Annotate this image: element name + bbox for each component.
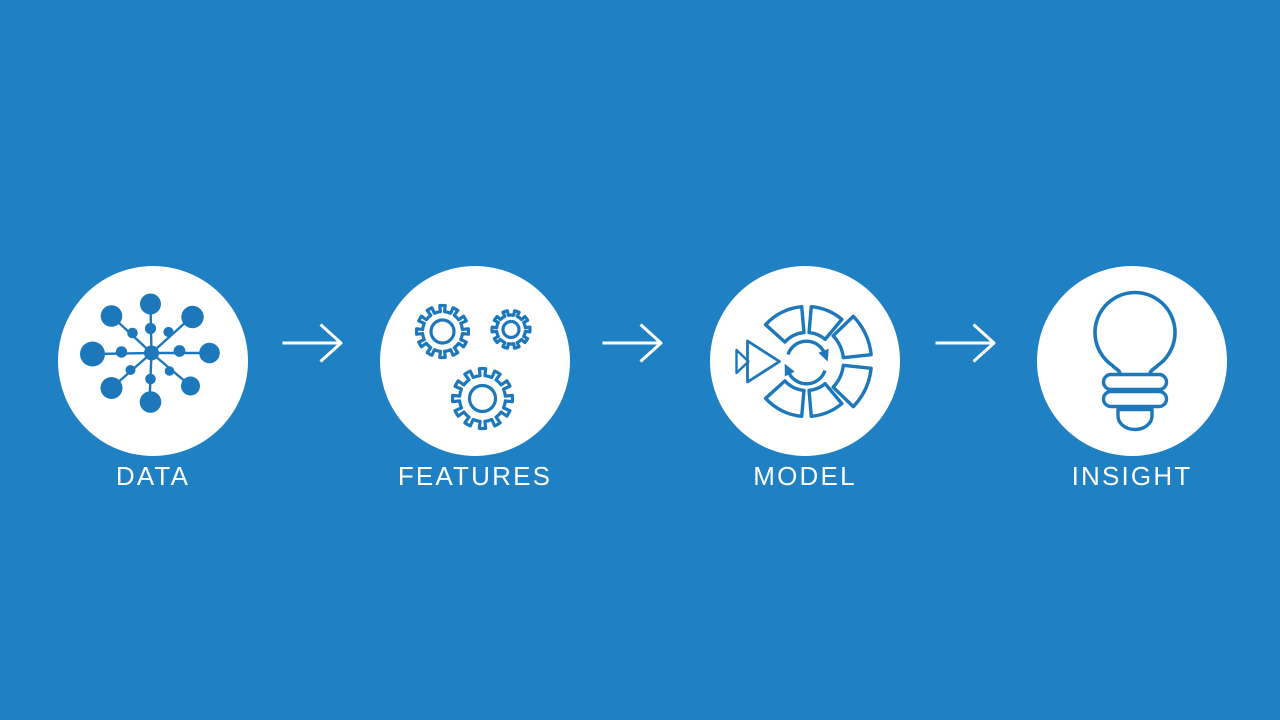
step-circle-features — [380, 266, 570, 456]
gears-icon — [414, 303, 532, 431]
arrow-right-icon — [935, 323, 996, 363]
step-label-features: FEATURES — [397, 461, 553, 491]
step-label-insight: INSIGHT — [1071, 461, 1193, 491]
gear-group — [414, 303, 532, 431]
input-triangle-large — [746, 339, 781, 384]
model-ring — [763, 305, 873, 418]
step-circle-data — [58, 266, 248, 456]
step-circle-insight — [1037, 266, 1227, 456]
arrow-right-icon — [282, 323, 343, 363]
input-triangle-small — [735, 348, 750, 375]
cycle-arrows-icon — [784, 339, 829, 386]
bulb-thread — [1101, 389, 1169, 409]
lightbulb-icon — [1093, 290, 1177, 432]
data-network-icon — [80, 293, 220, 413]
step-circle-model — [710, 266, 900, 456]
arrow-right-icon — [602, 323, 663, 363]
step-label-data: DATA — [115, 461, 191, 491]
bulb-base — [1116, 407, 1154, 432]
bulb-glass — [1093, 290, 1177, 378]
step-label-model: MODEL — [753, 461, 857, 491]
model-cycle-icon — [735, 305, 873, 418]
bulb-thread — [1101, 372, 1169, 392]
